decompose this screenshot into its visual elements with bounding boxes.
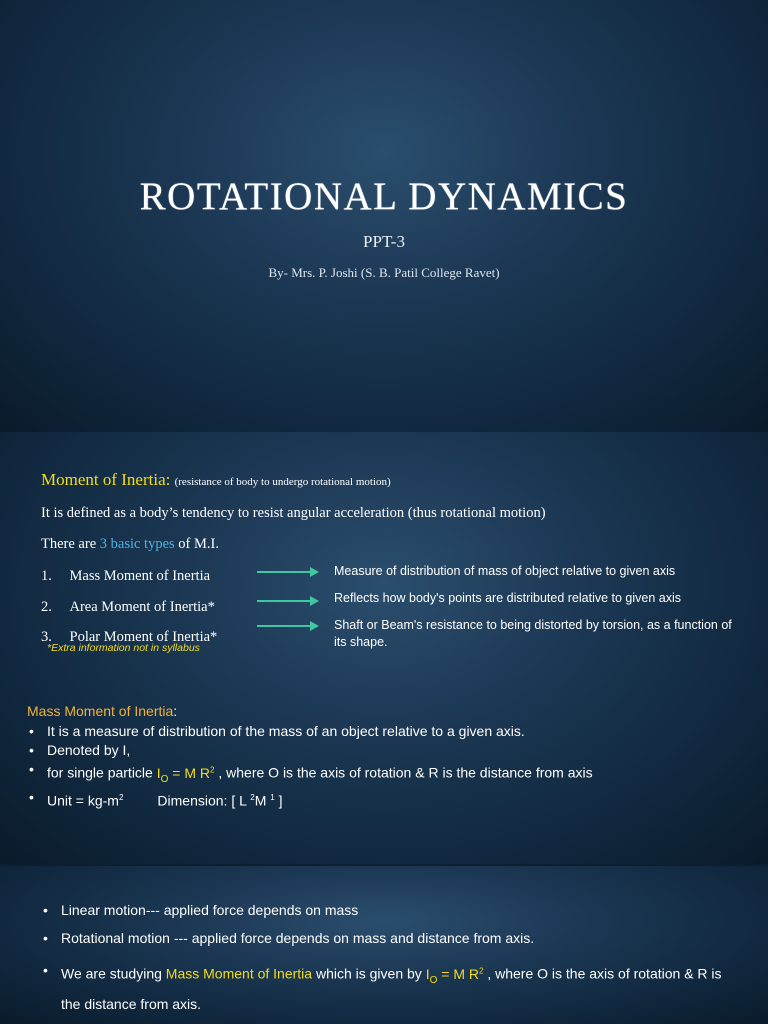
item-number: 2. <box>41 599 52 615</box>
bullet-suffix: , where O is the axis of rotation & R is… <box>61 965 722 1013</box>
mmi-bullet-formula: for single particle IO = M R2 , where O … <box>27 760 687 788</box>
moi-definition: It is defined as a body’s tendency to re… <box>41 505 546 521</box>
mmi-bullet: Denoted by I, <box>27 741 687 760</box>
motion-comparison-slide: Linear motion--- applied force depends o… <box>0 866 768 1024</box>
slide-title: ROTATIONAL DYNAMICS <box>139 175 629 218</box>
bullet-prefix: for single particle <box>47 764 157 781</box>
dimension-label: Dimension: [ L <box>157 793 251 810</box>
mmi-colon: : <box>173 703 178 719</box>
types-intro: There are 3 basic types of M.I. <box>41 536 219 553</box>
motion-bullet: Linear motion--- applied force depends o… <box>41 902 741 918</box>
moi-heading-line: Moment of Inertia: (resistance of body t… <box>41 470 391 490</box>
bullet-suffix: , where O is the axis of rotation & R is… <box>214 764 593 781</box>
slide-subtitle: PPT-3 <box>363 232 405 251</box>
moment-of-inertia-slide: Moment of Inertia: (resistance of body t… <box>0 432 768 864</box>
unit-text: Unit = kg-m <box>47 793 119 810</box>
author-byline: By- Mrs. P. Joshi (S. B. Patil College R… <box>268 265 500 280</box>
item-description-mass: Measure of distribution of mass of objec… <box>334 564 676 578</box>
motion-bullet: Rotational motion --- applied force depe… <box>41 930 741 946</box>
mmi-bullet: It is a measure of distribution of the m… <box>27 722 687 741</box>
moi-heading: Moment of Inertia: <box>41 470 171 489</box>
bullet-prefix: We are studying <box>61 965 166 982</box>
bullet-mid: which is given by <box>312 965 426 982</box>
list-item-area: 2. Area Moment of Inertia* <box>41 599 215 616</box>
motion-bullet-formula: We are studying Mass Moment of Inertia w… <box>41 958 741 1017</box>
list-item-polar: 3. Polar Moment of Inertia* <box>41 629 217 646</box>
mmi-bullets: It is a measure of distribution of the m… <box>27 722 687 811</box>
footnote: *Extra information not in syllabus <box>47 642 200 654</box>
formula: IO = M R2 <box>425 965 484 986</box>
bullet-highlight: Mass Moment of Inertia <box>165 965 313 982</box>
item-label: Mass Moment of Inertia <box>69 568 211 584</box>
item-description-polar: Shaft or Beam's resistance to being dist… <box>334 618 732 649</box>
item-label: Polar Moment of Inertia* <box>69 629 218 645</box>
item-number: 3. <box>41 629 52 645</box>
types-highlight: 3 basic types <box>99 536 175 552</box>
arrow-right-icon <box>257 596 319 606</box>
item-description-area: Reflects how body's points are distribut… <box>334 591 682 605</box>
formula: IO = M R2 <box>156 764 215 785</box>
mmi-heading-line: Mass Moment of Inertia: <box>27 703 177 719</box>
arrow-right-icon <box>257 621 319 631</box>
mmi-heading: Mass Moment of Inertia <box>27 703 174 719</box>
types-prefix: There are <box>41 536 100 552</box>
motion-bullets: Linear motion--- applied force depends o… <box>41 902 741 1017</box>
arrow-right-icon <box>257 567 319 577</box>
list-item-mass: 1. Mass Moment of Inertia <box>41 568 210 585</box>
types-suffix: of M.I. <box>174 536 219 552</box>
title-slide: ROTATIONAL DYNAMICS PPT-3 By- Mrs. P. Jo… <box>0 0 768 432</box>
item-number: 1. <box>41 568 52 584</box>
moi-heading-note: (resistance of body to undergo rotationa… <box>174 476 391 488</box>
item-label: Area Moment of Inertia* <box>69 599 215 615</box>
